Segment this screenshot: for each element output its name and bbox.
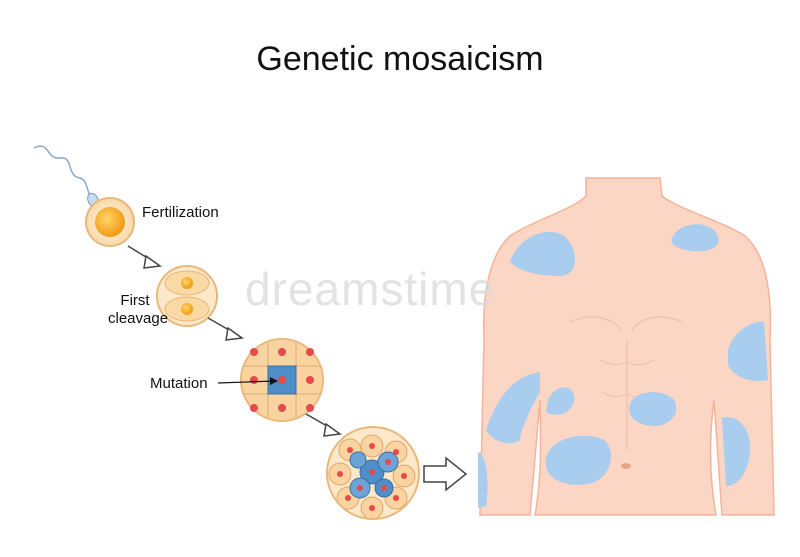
mosaic-patch xyxy=(546,387,575,415)
process-arrow xyxy=(207,317,244,341)
label-mutation: Mutation xyxy=(150,375,208,392)
mosaic-embryo xyxy=(326,426,420,520)
label-first-cleavage-line1: First xyxy=(120,292,150,309)
mosaic-patch xyxy=(510,231,575,276)
human-torso xyxy=(478,177,775,516)
navel xyxy=(621,463,631,469)
label-first-cleavage-line2: cleavage xyxy=(108,310,169,327)
mosaic-patch xyxy=(722,417,750,486)
zygote-cell xyxy=(85,197,135,247)
mosaic-patch xyxy=(629,392,677,427)
mosaic-patch xyxy=(486,372,540,444)
two-cell-embryo xyxy=(156,265,218,327)
watermark-text: dreamstime xyxy=(245,263,496,315)
process-arrow xyxy=(305,413,342,437)
mosaic-patch xyxy=(545,435,611,485)
process-arrow xyxy=(127,245,162,269)
label-first-cleavage: First cleavage xyxy=(108,292,169,328)
mosaic-patch xyxy=(728,321,768,382)
label-fertilization: Fertilization xyxy=(142,204,219,221)
mosaic-patch xyxy=(478,452,488,508)
sperm-cell xyxy=(33,145,99,208)
mosaic-patch xyxy=(671,224,719,252)
diagram-title: Genetic mosaicism xyxy=(256,40,544,78)
morula-embryo xyxy=(217,338,324,422)
result-arrow xyxy=(423,456,468,492)
